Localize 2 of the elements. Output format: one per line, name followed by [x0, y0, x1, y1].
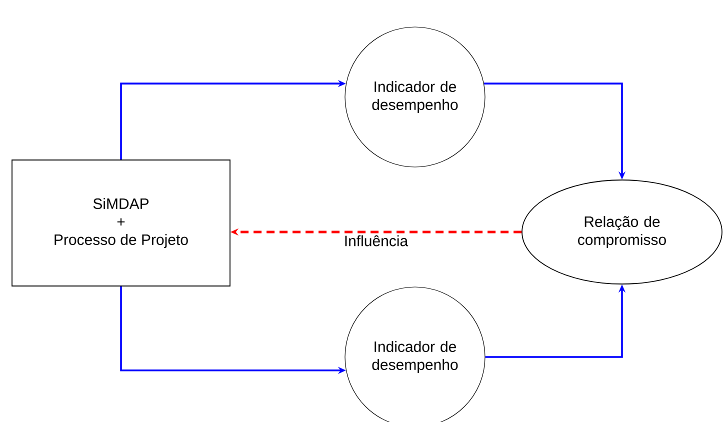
- edge-label: Influência: [342, 234, 410, 248]
- process-box: SiMDAP + Processo de Projeto: [12, 160, 230, 286]
